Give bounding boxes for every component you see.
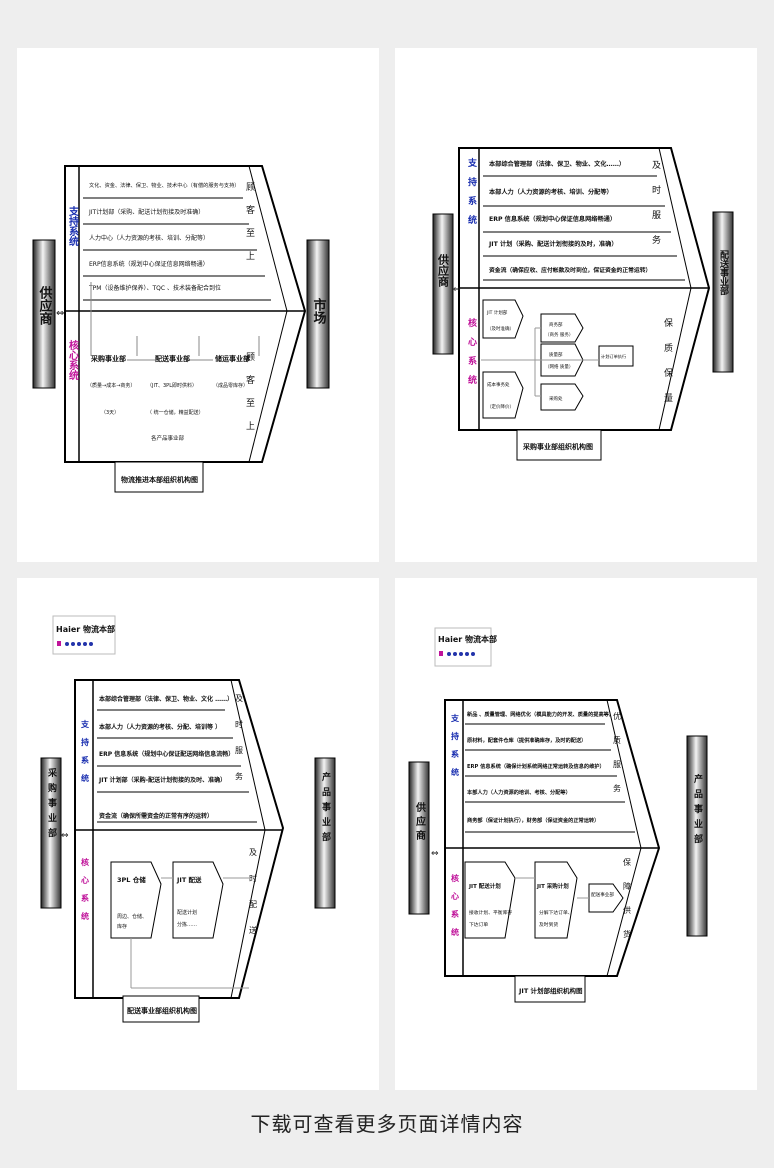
box-3pl: 3PL 仓储 [117,875,146,884]
box-jit-distribution-plan: JIT 配送计划 [468,882,501,890]
core-system-label: 核心系统 [67,339,79,381]
support-item-3: 人力中心（人力资源的考核、培训、分配等） [89,234,209,242]
box-jit-line2: 分拣…… [177,921,197,928]
supplier-label: 供应商 [37,285,54,326]
box-jit-pur-line1: 分解下达订单、 [539,909,573,916]
box-jit-plan: JIT 计划部 [486,309,508,316]
support-item-4: JIT 计划（采购、配送计划衔接的及时，准确） [488,240,618,248]
division-storage: 储运事业部 [214,354,250,363]
support-item-4: ERP信息系统（规划中心保证信息网络畅通） [89,260,209,268]
box-quality-sub: （网络 质量） [545,363,573,370]
support-item-1: 文化、资金、法律、保卫、物业、技术中心（有偿的服务与支持） [89,181,239,189]
support-item-5: 商务部（保证计划执行），财务部（保证资金的正常运转） [467,816,599,824]
box-3pl-line1: 周边、仓储、 [117,913,147,920]
box-jit-purchase-plan: JIT 采购计划 [536,882,569,890]
box-jit-dist-line1: 接收计划、平衡库存 [469,909,512,916]
support-item-2: 原材料，配套件仓库（提供准确库存，及时的配送） [467,736,586,744]
diagram-panel-procurement: 供应商 配送事业部 ⇔ 支持系统 核心系统 本部综合管理部（法律、保卫、物业、文… [395,48,757,562]
market-label: 产品事业部 [692,773,703,849]
core-system-label: 核心系统 [451,873,460,946]
footer-more-content-link[interactable]: 下载可查看更多页面详情内容 [250,1112,524,1136]
diagram-panel-jit-plan: Haier 物流本部 供应商 产品事业部 ⇔ 支持系统 核心系统 新品 、质量管… [395,578,757,1090]
diagram-panel-logistics-hq: 供应商 市场 ⇔ 支持系统 核心系统 文化、资金、法律、保卫、物业、技术中心（有… [17,48,379,562]
support-item-4: 本部人力（人力资源的培训、考核、分配等） [467,788,571,796]
note-4: （3天） [101,410,119,416]
double-arrow-icon: ⇔ [453,285,461,295]
diagram-caption: 物流推进本部组织机构图 [121,475,198,484]
haier-logo: Haier 物流本部 [438,634,497,644]
box-distribution-division: 配送事业部 [591,891,614,898]
right-top-text: 顾客至上 [244,182,255,274]
support-item-4: JIT 计划部（采购-配送计划衔接的及时、准确） [98,776,226,784]
right-bottom-text: 保障供货 [623,857,632,954]
market-label: 配送事业部 [718,250,730,296]
diagram-caption: 配送事业部组织机构图 [127,1006,197,1015]
right-top-text: 优质服务 [613,711,622,808]
diagram-panel-distribution: Haier 物流本部 采购事业部 产品事业部 ⇔ 支持系统 核心系统 本部综合管… [17,578,379,1090]
box-jit-plan-sub: （及时准确） [487,325,514,332]
support-item-1: 新品 、质量管理、网络优化（模具能力的开发、质量的提高等） [467,710,614,718]
market-label: 市场 [311,297,327,325]
core-system-label: 核心系统 [81,857,90,930]
box-purchase: 采购处 [549,395,563,402]
support-item-3: ERP 信息系统（规划中心保证信息网络畅通） [489,215,616,223]
double-arrow-icon: ⇔ [56,308,64,319]
box-jit-pur-line2: 及时到货 [539,921,558,928]
support-item-3: ERP 信息系统（规划中心保证配送网络信息流畅） [99,750,234,758]
diagram-caption: JIT 计划部组织机构图 [518,986,583,995]
note-2: （JIT、3PL即时供料） [147,382,197,389]
note-1: （质量→成本→商务） [87,382,135,389]
note-6: 各产品事业部 [151,434,185,442]
support-item-5: TPM（设备维护保养）、TQC 、技术装备配合到位 [88,284,221,292]
right-bottom-text: 保质保量 [662,317,673,418]
box-quality: 质量部 [549,351,563,358]
supplier-label: 采购事业部 [46,767,58,843]
right-top-text: 及时服务 [235,694,244,798]
note-3: （成品零库存） [213,382,248,389]
support-item-1: 本部综合管理部（法律、保卫、物业、文化……） [489,160,625,168]
support-item-3: ERP 信息系统（确保计划系统网络正常运转及信息的维护） [467,762,605,770]
support-system-label: 支持系统 [80,719,90,792]
support-item-2: 本部人力（人力资源的考核、培训、分配等） [489,188,613,196]
supplier-label: 供应商 [437,253,451,288]
right-top-text: 及时服务 [650,160,661,260]
box-jit-line1: 配送计划 [177,909,197,916]
box-3pl-line2: 库存 [117,923,127,930]
support-item-1: 本部综合管理部（法律、保卫、物业、文化 ……） [99,695,233,703]
support-item-2: JIT计划部（采购、配送计划衔接及时准确） [88,208,204,216]
division-procurement: 采购事业部 [90,354,126,363]
box-commerce-sub: （商务 服务） [545,331,573,338]
support-system-label: 支持系统 [67,205,80,247]
division-distribution: 配送事业部 [155,354,190,363]
support-item-5: 资金流（确保应收、应付帐款及时到位，保证资金的正常运转） [489,266,651,274]
box-cost-sub: （定价降价） [487,403,514,410]
right-bottom-text: 顾客至上 [244,352,255,444]
box-order: 计划订单执行 [601,353,626,360]
box-jit-dist-line2: 下达订单 [469,921,488,928]
double-arrow-icon: ⇔ [61,831,69,841]
right-bottom-text: 及时配送 [249,848,258,952]
support-system-label: 支持系统 [466,157,478,234]
haier-logo: Haier 物流本部 [56,624,115,634]
box-cost: 成本事务处 [487,381,510,388]
core-system-label: 核心系统 [466,317,477,394]
box-jit-distribution: JIT 配送 [176,875,202,884]
support-item-5: 资金流（确保所需资金的正常有序的运转） [99,812,213,820]
diagram-caption: 采购事业部组织机构图 [522,442,593,451]
market-label: 产品事业部 [320,771,331,847]
double-arrow-icon: ⇔ [431,849,439,859]
note-5: （ 统一仓储，精益配送） [147,409,204,416]
support-item-2: 本部人力（人力资源的考核、分配、培训等 ） [99,723,221,731]
box-commerce: 商务部 [549,321,563,328]
support-system-label: 支持系统 [450,713,460,786]
supplier-label: 供应商 [414,801,427,844]
